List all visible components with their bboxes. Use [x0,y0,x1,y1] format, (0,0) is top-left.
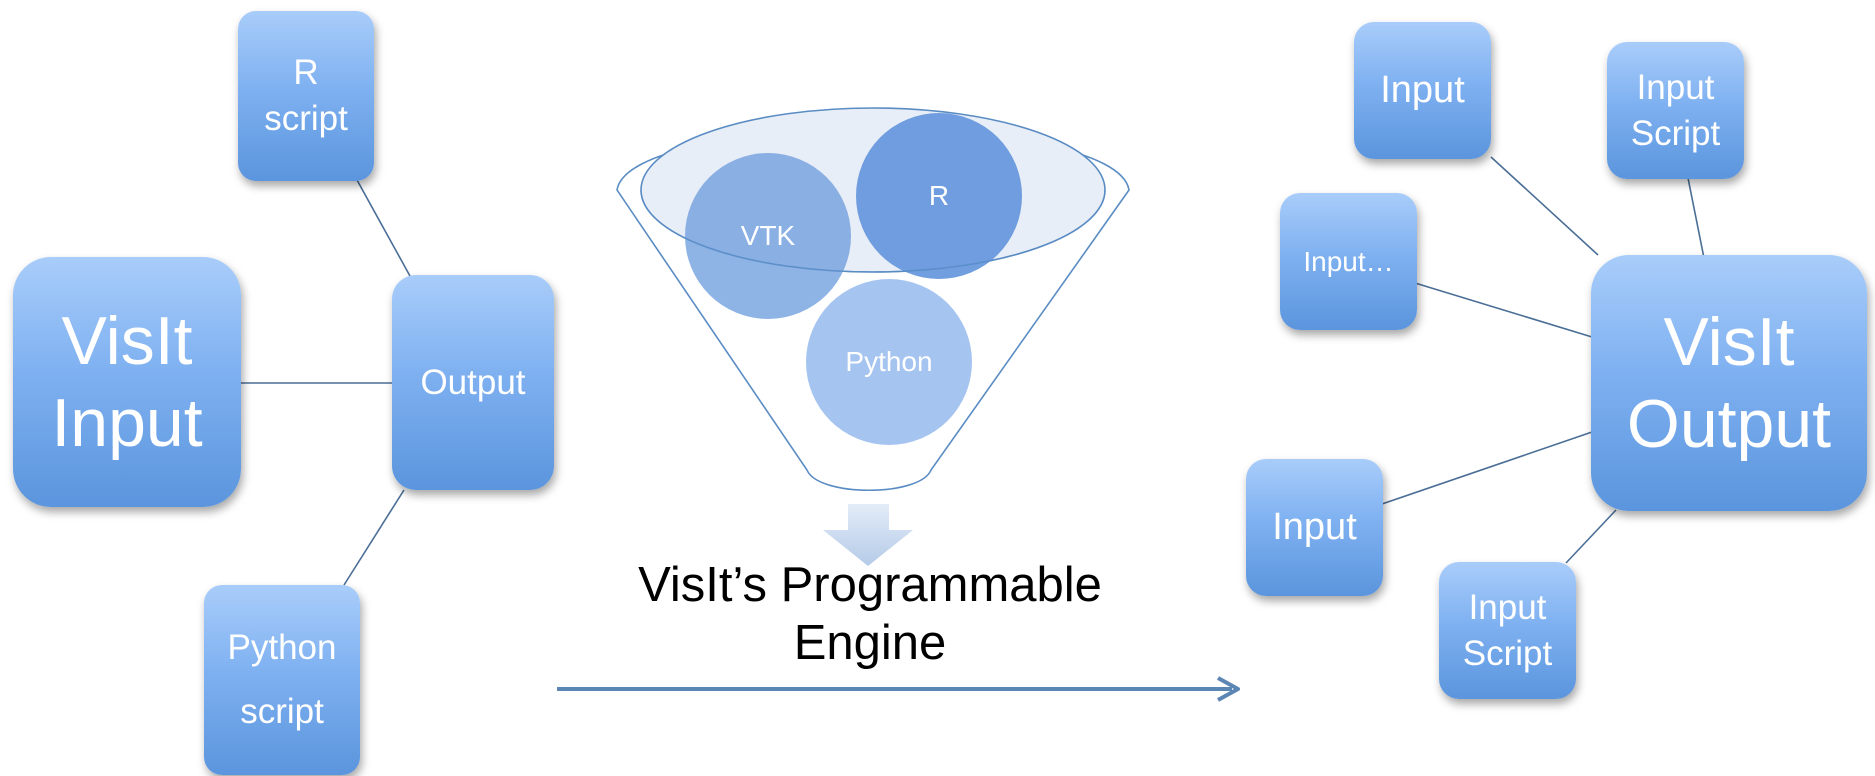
connector-input-bottom-output [1381,431,1593,505]
input-script-bottom-label: Input Script [1462,587,1553,673]
output-box: Output [392,275,554,490]
vtk-label: VTK [740,220,796,251]
r-label: R [928,180,950,211]
connector-rscript-output [356,179,411,277]
connector-input-top-output [1490,156,1599,256]
visit-input-label: VisIt Input [51,303,203,461]
down-arrow-icon [823,504,913,566]
input-truncated-box: Input… [1280,193,1417,330]
input-top-box: Input [1354,22,1491,159]
connector-inputscript-bottom-output [1565,509,1617,564]
input-bottom-box: Input [1246,459,1383,596]
flow-arrow-icon [557,676,1240,702]
python-circle: Python [806,279,972,445]
python-label: Python [845,346,933,377]
connector-input-truncated-output [1414,282,1593,338]
vtk-circle: VTK [685,153,851,319]
output-label: Output [420,362,526,402]
connector-output-python [343,489,405,586]
python-script-box: Python script [204,585,360,775]
r-circle: R [856,113,1022,279]
r-script-box: R script [238,11,374,181]
input-top-label: Input [1380,69,1465,111]
input-script-top-label: Input Script [1630,67,1721,153]
input-bottom-label: Input [1272,506,1357,548]
engine-title: VisIt’s Programmable Engine [638,558,1102,670]
r-script-label: R script [264,53,348,138]
connector-inputscript-top-output [1687,177,1705,259]
visit-input-box: VisIt Input [13,257,241,507]
input-script-top-box: Input Script [1607,42,1744,179]
visit-output-label: VisIt Output [1626,304,1832,462]
visit-output-box: VisIt Output [1591,255,1867,511]
python-script-label: Python script [227,628,337,731]
input-truncated-label: Input… [1303,245,1394,277]
input-script-bottom-box: Input Script [1439,562,1576,699]
